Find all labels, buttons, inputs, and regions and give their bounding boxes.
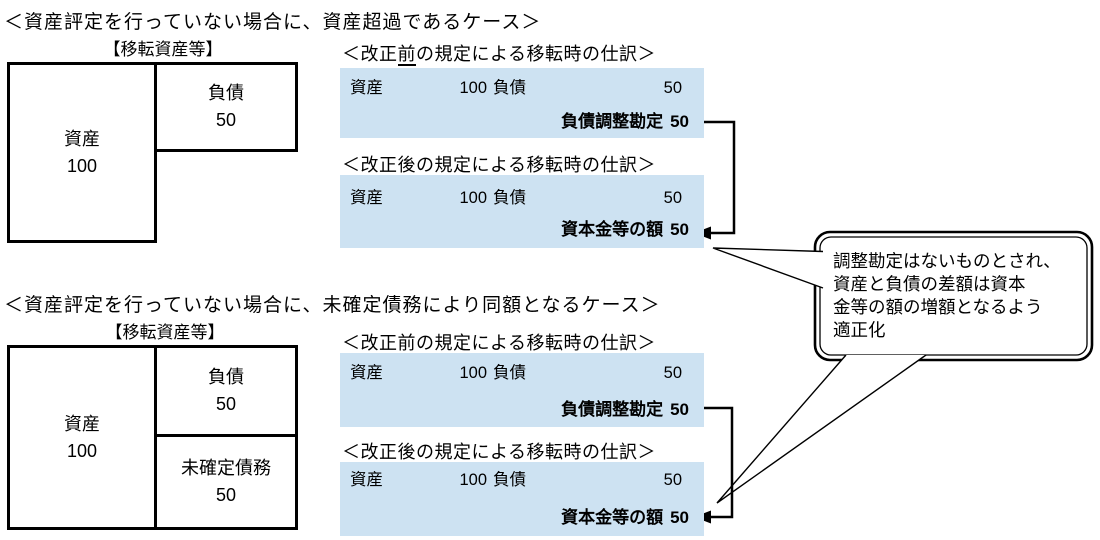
debit-amount: 100: [459, 471, 487, 489]
credit-name: 負債: [493, 364, 526, 382]
section1-bs-heading: 【移転資産等】: [103, 40, 223, 59]
callout-tail-lower: [716, 354, 927, 504]
credit-amount: 50: [670, 400, 689, 419]
section1-journal-before-entry: 資産 100 負債 50 負債調整勘定 50: [340, 68, 704, 138]
capital-amount-line: 資本金等の額 50: [561, 219, 689, 241]
debit-amount: 100: [459, 364, 487, 382]
bs-liability-label: 負債: [208, 83, 244, 103]
section2-bs-asset-cell: 資産 100: [7, 345, 157, 530]
section1-bs-asset-cell: 資産 100: [7, 62, 157, 243]
credit-amount: 50: [663, 364, 682, 382]
debit-name: 資産: [350, 189, 383, 207]
bs-liability-label: 負債: [208, 367, 244, 387]
debit-name: 資産: [350, 471, 383, 489]
bs-liability-value: 50: [215, 394, 237, 414]
section1-journal-after-title: ＜改正後の規定による移転時の仕訳＞: [342, 155, 656, 177]
credit-name: 負債: [493, 189, 526, 207]
debit-amount: 100: [459, 189, 487, 207]
bs-asset-label: 資産: [64, 413, 100, 434]
debit-name: 資産: [350, 364, 383, 382]
adjustment-account-line: 負債調整勘定 50: [561, 111, 689, 133]
section2-journal-after-entry: 資産 100 負債 50 資本金等の額 50: [340, 462, 704, 536]
section1-journal-before-title: ＜改正前の規定による移転時の仕訳＞: [342, 44, 656, 66]
bs-liability-value: 50: [215, 110, 237, 130]
callout-text: 調整勘定はないものとされ、 資産と負債の差額は資本 金等の額の増額となるよう 適…: [833, 250, 1089, 342]
callout-line: 金等の額の増額となるよう: [833, 297, 1043, 317]
section2-journal-before-entry: 資産 100 負債 50 負債調整勘定 50: [340, 353, 704, 427]
credit-name: 負債調整勘定: [561, 400, 664, 419]
adjustment-account-line: 負債調整勘定 50: [561, 399, 689, 421]
callout-tail-upper: [712, 247, 824, 289]
credit-amount: 50: [663, 471, 682, 489]
credit-amount: 50: [663, 189, 682, 207]
credit-name: 資本金等の額: [561, 508, 664, 527]
section2-title: ＜資産評定を行っていない場合に、未確定債務により同額となるケース＞: [4, 295, 661, 316]
section2-bs-unsettled-liability-cell: 未確定債務 50: [154, 434, 298, 530]
credit-amount: 50: [670, 220, 689, 239]
bs-asset-value: 100: [66, 155, 98, 176]
credit-name: 負債: [493, 79, 526, 97]
bs-asset-label: 資産: [64, 128, 100, 149]
bs-asset-value: 100: [66, 440, 98, 461]
bs-unsettled-value: 50: [215, 485, 237, 505]
credit-name: 負債: [493, 471, 526, 489]
section2-bs-heading: 【移転資産等】: [105, 323, 225, 342]
section1-title: ＜資産評定を行っていない場合に、資産超過であるケース＞: [4, 12, 542, 33]
section2-journal-after-title: ＜改正後の規定による移転時の仕訳＞: [342, 442, 656, 464]
section1-bs-liability-cell: 負債 50: [154, 62, 298, 152]
section1-journal-after-entry: 資産 100 負債 50 資本金等の額 50: [340, 175, 704, 248]
capital-amount-line: 資本金等の額 50: [561, 507, 689, 529]
section2-bs-liability-cell: 負債 50: [154, 345, 298, 437]
callout-line: 適正化: [833, 320, 886, 340]
credit-amount: 50: [670, 508, 689, 527]
bs-unsettled-label: 未確定債務: [181, 458, 271, 478]
debit-name: 資産: [350, 79, 383, 97]
credit-name: 資本金等の額: [561, 220, 664, 239]
callout-line: 資産と負債の差額は資本: [833, 274, 1026, 294]
credit-amount: 50: [670, 112, 689, 131]
credit-amount: 50: [663, 79, 682, 97]
debit-amount: 100: [459, 79, 487, 97]
credit-name: 負債調整勘定: [561, 112, 664, 131]
callout-line: 調整勘定はないものとされ、: [833, 251, 1061, 271]
section2-journal-before-title: ＜改正前の規定による移転時の仕訳＞: [342, 333, 656, 355]
